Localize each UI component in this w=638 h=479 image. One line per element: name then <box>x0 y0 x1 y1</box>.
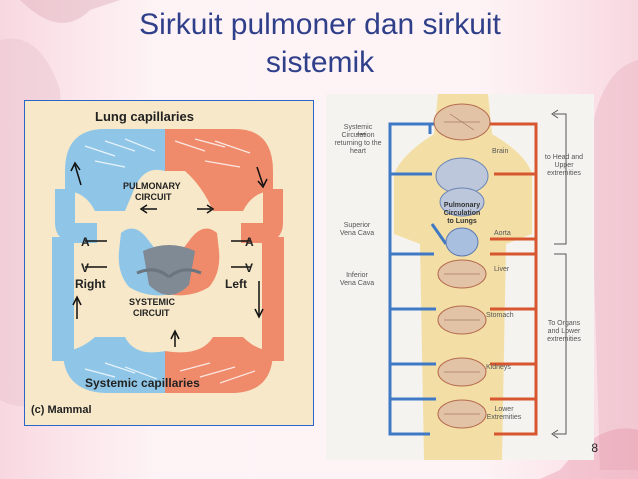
head-line-1: to Head and <box>544 154 584 161</box>
systemic-label-1: SYSTEMIC <box>129 297 176 307</box>
systemic-return-line-2: Circulation <box>341 132 375 139</box>
pulmonary-line-1: Pulmonary <box>443 202 481 209</box>
mammal-circulation-graphic <box>52 129 284 393</box>
pulmonary-label-1: PULMONARY <box>123 181 181 191</box>
veins <box>388 122 448 436</box>
inferior-line-1: Inferior <box>346 272 368 279</box>
flow-arrows <box>70 161 268 347</box>
head-label: to Head and Upper extremities <box>538 154 590 178</box>
lower-extremities-label: Lower Extremities <box>484 406 524 422</box>
right-heart-label: Right <box>75 277 106 291</box>
atrium-right-side-label: A <box>245 235 254 249</box>
organs-line-1: To Organs <box>547 320 581 327</box>
liver-label: Liver <box>494 266 510 273</box>
organs-line-2: and Lower <box>547 328 581 335</box>
systemic-capillaries-label: Systemic capillaries <box>85 376 200 390</box>
systemic-return-line-1: Systemic <box>343 124 373 131</box>
pulmonary-label-2: CIRCUIT <box>135 192 172 202</box>
lung-capillaries-label: Lung capillaries <box>95 109 194 124</box>
lower-line-1: Lower <box>494 406 514 413</box>
brain-label: Brain <box>492 148 509 155</box>
superior-line-1: Superior <box>343 222 371 229</box>
head-line-3: extremities <box>547 170 581 177</box>
stomach-label: Stomach <box>486 312 514 319</box>
inferior-line-2: Vena Cava <box>339 280 375 287</box>
aorta-label: Aorta <box>494 230 511 237</box>
figure-caption: (c) Mammal <box>31 404 92 416</box>
organs-line-3: extremities <box>547 336 581 343</box>
mammal-circulation-diagram: Lung capillaries PULMONARY CIRCUIT A V R… <box>24 100 314 426</box>
human-circulation-graphic <box>356 94 567 460</box>
systemic-return-line-4: heart <box>350 148 366 155</box>
kidneys-label: Kidneys <box>486 364 511 371</box>
title-line-1: Sirkuit pulmoner dan sirkuit <box>139 8 501 41</box>
inferior-vena-cava-label: Inferior Vena Cava <box>332 272 382 288</box>
side-flow-arrows <box>356 109 567 439</box>
superior-line-2: Vena Cava <box>339 230 375 237</box>
organs-label: To Organs and Lower extremities <box>538 320 590 344</box>
systemic-return-label: Systemic Circulation returning to the he… <box>330 124 386 156</box>
arteries <box>486 122 538 436</box>
slide-title: Sirkuit pulmoner dan sirkuit sistemik <box>60 6 580 82</box>
lung-capillaries <box>65 129 273 211</box>
human-circulation-diagram: Systemic Circulation returning to the he… <box>326 94 594 460</box>
superior-vena-cava-label: Superior Vena Cava <box>332 222 382 238</box>
head-line-2: Upper <box>554 162 574 169</box>
title-line-2: sistemik <box>265 46 375 79</box>
left-heart-label: Left <box>225 277 247 291</box>
pulmonary-line-2: Circulation <box>443 210 481 217</box>
ventricle-left-side-label: V <box>81 261 90 275</box>
ventricle-right-side-label: V <box>245 261 254 275</box>
pulmonary-circulation-label: Pulmonary Circulation to Lungs <box>434 202 490 226</box>
systemic-label-2: CIRCUIT <box>133 308 170 318</box>
organ-capillary-beds <box>433 103 491 429</box>
systemic-return-line-3: returning to the <box>334 140 382 147</box>
atrium-left-side-label: A <box>81 235 90 249</box>
page-number: 8 <box>591 441 598 455</box>
lower-line-2: Extremities <box>486 414 522 421</box>
pulmonary-line-3: to Lungs <box>447 218 477 225</box>
heart <box>118 228 220 296</box>
systemic-capillaries <box>63 337 273 393</box>
